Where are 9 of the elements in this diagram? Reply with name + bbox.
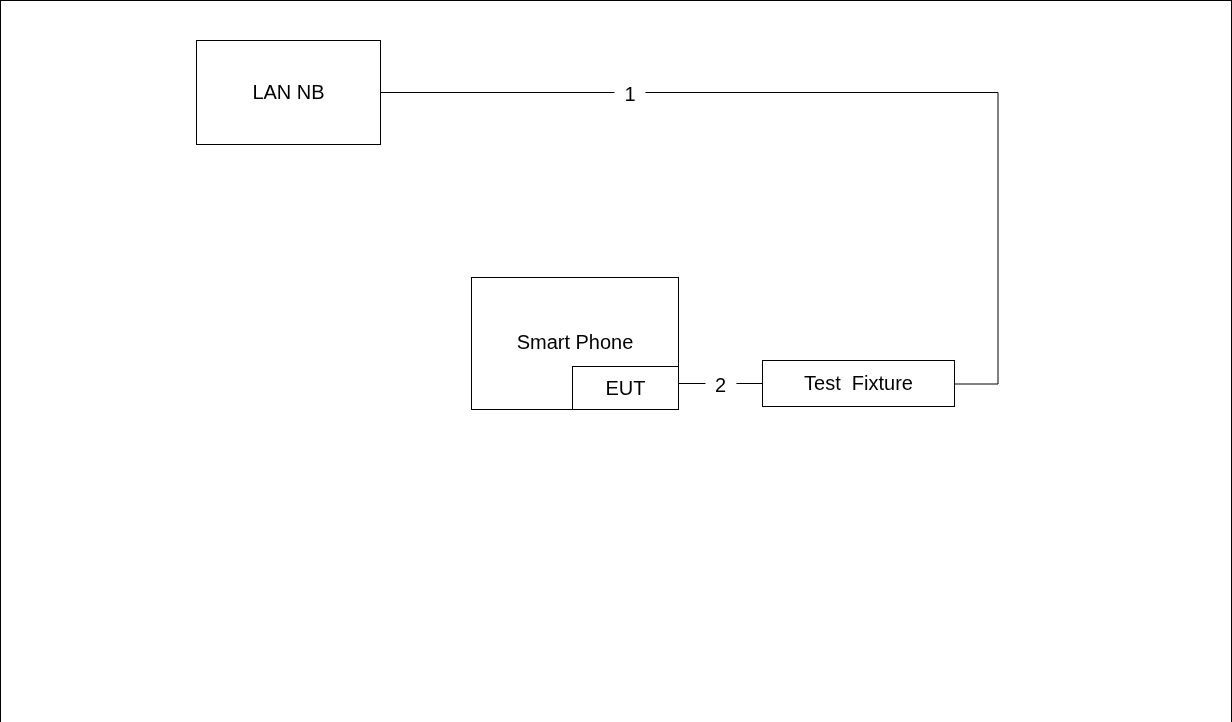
device-box [762, 360, 955, 407]
device-box [196, 40, 381, 145]
device-box [471, 277, 679, 410]
device-box [572, 366, 679, 410]
cable-line [380, 92, 999, 385]
device-label: LAN NB [252, 80, 325, 105]
device-label: Test Fixture [804, 371, 913, 396]
device-label: EUT [605, 375, 646, 401]
device-label: Smart Phone [516, 330, 634, 355]
